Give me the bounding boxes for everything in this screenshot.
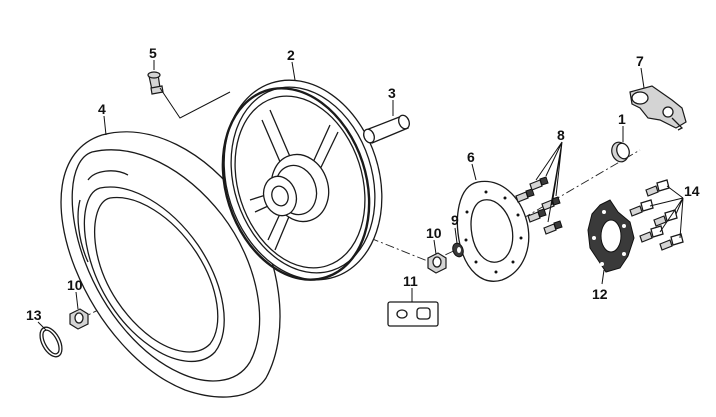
nut-left-leader [75,291,79,310]
rim-leader [291,61,296,81]
valve-leader [159,87,231,119]
disc-bolts-part [515,176,563,235]
callout-1: 1 [618,111,626,127]
callout-12: 12 [592,286,608,302]
callout-2: 2 [287,47,295,63]
callout-9: 9 [451,212,459,228]
nut-right-part [427,252,447,274]
tire-leader [103,115,107,136]
valve-stem-part [147,71,164,95]
rim-part [221,79,383,281]
sprocket-plate-leader [601,269,605,285]
washer-leader [454,227,458,244]
callout-5: 5 [149,45,157,61]
sprocket-plate-part [587,199,635,273]
nut-right-leader [433,239,437,255]
callout-13: 13 [26,307,42,323]
callout-4: 4 [98,101,106,117]
disc-leader [471,163,477,181]
sprocket-bolts-part [629,179,684,251]
washer-part [452,242,464,258]
callout-14: 14 [684,183,700,199]
bolts-8-leaders [535,141,563,223]
tire-part [60,131,281,398]
bracket-leader [640,67,645,89]
o-ring-leader [37,321,47,331]
callout-8: 8 [557,127,565,143]
o-ring-part [39,326,63,358]
center-axis-line [77,149,641,321]
nut-left-part [69,308,89,330]
callout-10-right: 10 [426,225,442,241]
lock-plate-part [387,301,439,327]
callout-11: 11 [403,273,418,289]
spacer-part [611,141,630,163]
callout-6: 6 [467,149,475,165]
bolts-14-leaders [649,185,684,239]
axle-sleeve-part [363,114,410,144]
callout-10-left: 10 [67,277,83,293]
callout-7: 7 [636,53,644,69]
callout-3: 3 [388,85,396,101]
bracket-part [629,85,687,131]
